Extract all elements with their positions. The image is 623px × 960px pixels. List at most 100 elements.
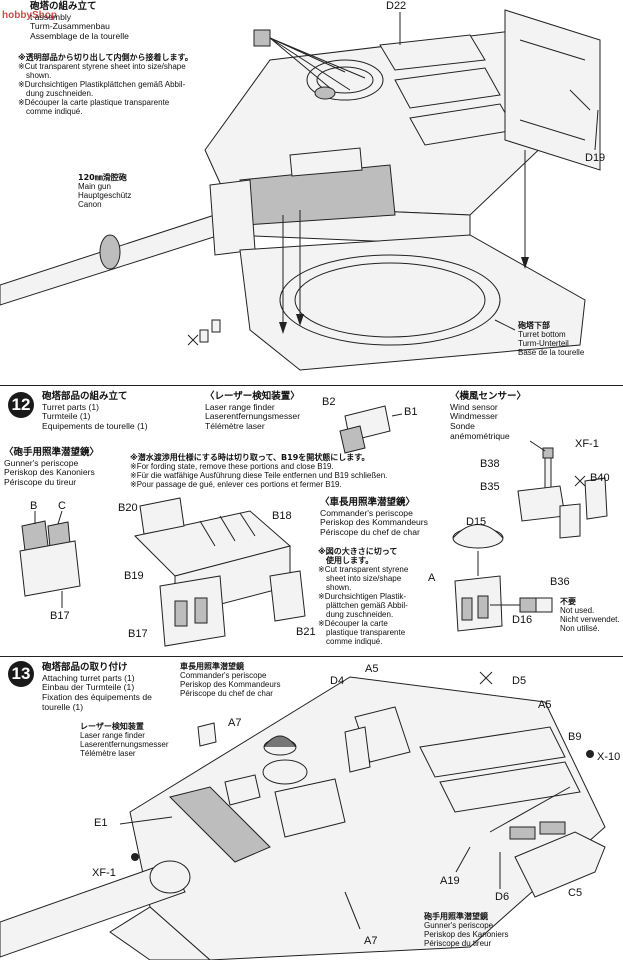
turret-bottom-en: Turret bottom (518, 329, 566, 339)
attaching-turret-parts-diagram (0, 671, 606, 960)
ford-de: ※Für die watfähige Ausführung diese Teil… (130, 470, 388, 480)
cut-line (239, 512, 256, 537)
notused-jp: 不要 (560, 597, 576, 606)
step12-title-jp: 砲塔部品の組み立て (42, 391, 128, 402)
pin-part (211, 319, 221, 333)
side-periscope (509, 826, 536, 840)
leader-line (57, 510, 63, 525)
bore-evacuator (99, 234, 121, 270)
gunner-de: Periskop des Kanoniers (424, 929, 509, 939)
wind-sensor-caption: 〈横風センサー〉 Wind sensor Windmesser Sonde an… (450, 391, 527, 441)
step12-title-de: Turmteile (1) (42, 411, 91, 422)
part-label-b9: B9 (568, 731, 582, 743)
part-label-b38: B38 (480, 458, 500, 470)
step13-title-fr: Fixation des équipements de (42, 691, 152, 702)
gunner-periscope (274, 778, 346, 838)
commander-periscope-dome (263, 735, 297, 748)
commander-cut-note: ※図の大きさに切って 使用します。 ※Cut transparent styre… (318, 547, 408, 646)
step-number-13: 13 (8, 661, 34, 687)
turret-assembly-diagram (0, 9, 601, 371)
cut-fr: comme indiqué. (326, 636, 383, 646)
gunner-periscope-body (19, 540, 81, 597)
part-label-b2: B2 (322, 396, 336, 408)
turret-parts-diagram (19, 405, 608, 647)
part-label-e1: E1 (94, 817, 108, 829)
fording-note: ※潜水渡渉用仕様にする時は切り取って、B19を開状態にします。 ※For for… (130, 453, 388, 490)
gun-breech-block (209, 179, 256, 256)
main-gun-en: Main gun (78, 181, 111, 191)
step11-title-fr: Assemblage de la tourelle (30, 30, 129, 41)
notused-de: Nicht verwendet. (560, 614, 620, 624)
roof-panel (379, 34, 486, 71)
sight-part-b21 (269, 570, 306, 622)
step12-title: 砲塔部品の組み立て Turret parts (1) Turmteile (1)… (42, 391, 148, 432)
part-label-b: B (30, 500, 38, 512)
step11-title-de: Turm-Zusammenbau (30, 21, 110, 32)
step-13: 13 砲塔部品の取り付け Attaching turret parts (1) … (0, 657, 623, 960)
turret-ring (279, 254, 501, 346)
part-label-b35: B35 (480, 481, 500, 493)
part-label-b21: B21 (296, 626, 316, 638)
laser-range-finder (224, 774, 261, 806)
step-number-12: 12 (8, 392, 34, 418)
laser-en: Laser range finder (205, 401, 275, 412)
side-plate-d19 (504, 9, 601, 171)
part-label-a5-top: A5 (365, 663, 379, 675)
pin-part (199, 329, 209, 343)
cut-jp: 使用します。 (326, 555, 374, 565)
commander-periscope-caption: 〈車長用照準潜望鏡〉 Commander's periscope Perisko… (320, 497, 428, 538)
gunner-jp: 〈砲手用照準潜望鏡〉 (4, 447, 100, 458)
turret-bottom-jp: 砲塔下部 (518, 321, 550, 330)
paint-label-xf1: XF-1 (92, 867, 116, 879)
ford-fr: ※Pour passage de gué, enlever ces portio… (130, 479, 342, 489)
leader-line (119, 816, 173, 825)
clear-film-square (253, 29, 271, 47)
cut-de: dung zuschneiden. (326, 609, 394, 619)
paint-label-x10: X-10 (597, 751, 621, 763)
wind-sensor-part-b40 (584, 477, 608, 520)
main-gun-barrel (0, 209, 243, 306)
wind-fr: anémométrique (450, 430, 510, 441)
wind-fr: Sonde (450, 420, 475, 431)
cut-mark (479, 671, 493, 685)
main-gun-de: Hauptgeschütz (78, 190, 132, 200)
part-label-a5-right: A5 (538, 699, 552, 711)
step-12: 12 砲塔部品の組み立て Turret parts (1) Turmteile … (0, 386, 623, 656)
periscope-dome-top (452, 524, 504, 539)
leader-line (269, 37, 331, 89)
part-label-d19: D19 (585, 152, 606, 164)
part-label-a7-bottom: A7 (364, 935, 378, 947)
sight-lens (174, 600, 188, 627)
turret-bottom-fr: Base de la tourelle (518, 347, 585, 357)
part-label-b17-gunner: B17 (50, 610, 70, 622)
laser-caption: 〈レーザー検知装置〉 Laser range finder Laserentfe… (205, 391, 300, 432)
roof-panel (419, 726, 566, 778)
note-fr: comme indiqué. (26, 106, 83, 116)
leader-line (269, 37, 366, 79)
part-label-c5: C5 (568, 887, 583, 899)
mantlet-collar (149, 860, 191, 894)
step13-title-jp: 砲塔部品の取り付け (42, 662, 128, 673)
step13-title-de: Einbau der Turmteile (1) (42, 682, 135, 693)
ford-jp: ※潜水渡渉用仕様にする時は切り取って、B19を開状態にします。 (130, 453, 370, 462)
roof-panel (439, 761, 581, 813)
sight-part-b20 (139, 497, 185, 535)
laser-fr: Télémètre laser (80, 748, 136, 758)
turret-bottom-de: Turm-Unterteil (518, 338, 569, 348)
paint-label-xf1: XF-1 (575, 438, 599, 450)
cut-fr: plastique transparente (326, 627, 406, 637)
arrow-head (279, 322, 287, 334)
part-label-c: C (58, 500, 66, 512)
cmd-fr: Périscope du chef de char (320, 526, 420, 537)
laser-bracket-b2 (339, 425, 366, 454)
part-label-b40: B40 (590, 472, 610, 484)
part-label-b18: B18 (272, 510, 292, 522)
wind-jp: 〈横風センサー〉 (450, 391, 527, 402)
cut-de: ※Durchsichtigen Plastik- (318, 591, 407, 601)
part-label-b19: B19 (124, 570, 144, 582)
cut-de: plättchen gemäß Abbil- (326, 600, 408, 610)
periscope-lens (477, 595, 489, 619)
sight-part-b17 (159, 575, 226, 647)
laser-jp: 〈レーザー検知装置〉 (205, 391, 300, 402)
turret-ring-inner (294, 262, 486, 338)
